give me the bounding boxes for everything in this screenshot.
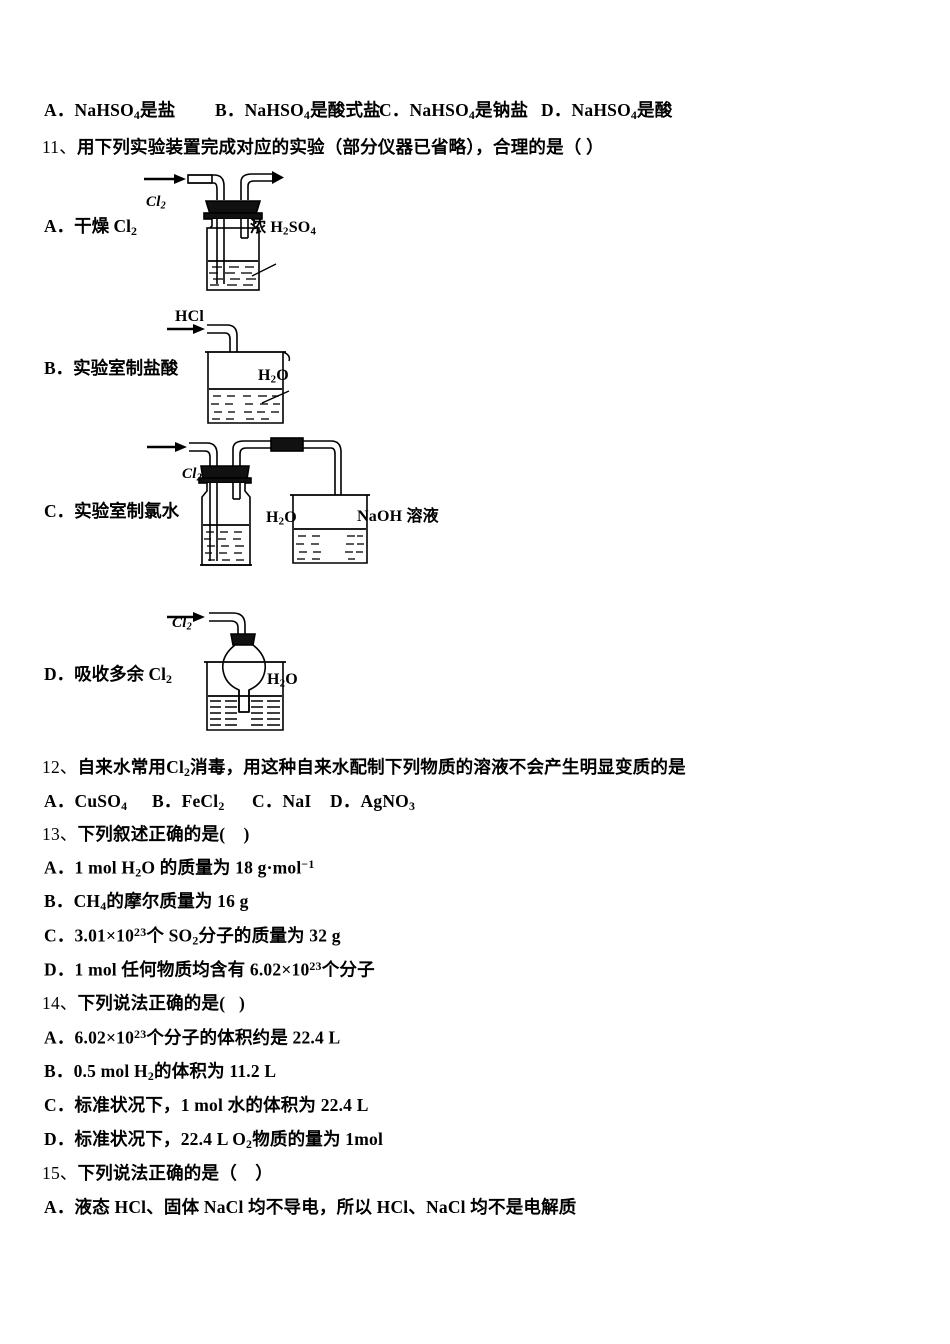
- beaker-spout: [282, 351, 291, 362]
- diagram-c-chlorine-water: [145, 437, 405, 577]
- q13-option-c: C．3.01×1023个 SO2分子的质量为 32 g: [44, 925, 341, 948]
- question-12-number: 12、: [42, 757, 78, 777]
- question-11-stem: 11、用下列实验装置完成对应的实验（部分仪器已省略），合理的是（ ）: [42, 137, 604, 158]
- diagram-c-water-label: H2O: [266, 509, 297, 528]
- q12-option-c: C．NaI: [252, 791, 312, 811]
- question-13-stem: 13、下列叙述正确的是( ): [42, 824, 250, 844]
- q14-option-a: A．6.02×1023个分子的体积约是 22.4 L: [44, 1027, 341, 1048]
- question-12-stem: 12、自来水常用Cl2消毒，用这种自来水配制下列物质的溶液不会产生明显变质的是: [42, 757, 686, 779]
- q11-option-b-label: B．实验室制盐酸: [44, 358, 179, 378]
- question-14-number: 14、: [42, 993, 78, 1013]
- gas-inlet-arrowhead: [193, 324, 205, 334]
- q15-option-a: A．液态 HCl、固体 NaCl 均不导电，所以 HCl、NaCl 均不是电解质: [44, 1197, 577, 1217]
- q12-option-a: A．CuSO4: [44, 791, 128, 813]
- rubber-connector: [270, 437, 304, 452]
- gas-inlet-arrowhead: [175, 442, 187, 452]
- question-15-number: 15、: [42, 1163, 78, 1183]
- q11-option-d-label: D．吸收多余 Cl2: [44, 664, 172, 686]
- diagram-c-absorber-label: NaOH 溶液: [357, 508, 439, 525]
- q10-option-c: C．NaHSO4是钠盐: [379, 100, 529, 122]
- gas-inlet-arrowhead: [193, 612, 205, 622]
- rubber-stopper: [200, 465, 250, 480]
- reagent-pointer: [251, 263, 277, 277]
- question-14-stem: 14、下列说法正确的是( ): [42, 993, 245, 1013]
- q13-option-d: D．1 mol 任何物质均含有 6.02×1023个分子: [44, 959, 375, 980]
- diagram-d-water-label: H2O: [267, 671, 298, 690]
- naoh-hatch: [296, 535, 364, 560]
- diagram-b-water-label: H2O: [258, 367, 289, 386]
- q13-option-a: A．1 mol H2O 的质量为 18 g·mol−1: [44, 857, 315, 880]
- liquid-hatch: [204, 531, 244, 561]
- question-15-stem: 15、下列说法正确的是（ ）: [42, 1163, 273, 1183]
- q14-option-c: C．标准状况下，1 mol 水的体积为 22.4 L: [44, 1095, 369, 1115]
- diagram-b-hcl-into-water: [165, 305, 365, 430]
- diagram-a-drying-cl2: [140, 168, 370, 298]
- rubber-stopper: [230, 633, 256, 646]
- gas-outlet-arrowhead: [272, 171, 284, 184]
- q11-option-c-label: C．实验室制氯水: [44, 501, 180, 521]
- question-13-number: 13、: [42, 824, 78, 844]
- diagram-b-gas-label: HCl: [175, 308, 205, 325]
- question-11-text: 用下列实验装置完成对应的实验（部分仪器已省略），合理的是（ ）: [76, 137, 604, 157]
- liquid-hatch: [211, 395, 280, 420]
- beaker-body: [207, 352, 284, 424]
- q11-option-a-label: A．干燥 Cl2: [44, 216, 137, 238]
- beaker-body: [206, 662, 284, 731]
- q12-option-b: B．FeCl2: [152, 791, 225, 813]
- q10-option-a: A．NaHSO4是盐: [44, 100, 176, 122]
- question-11-number: 11、: [42, 137, 77, 157]
- q12-option-d: D．AgNO3: [330, 791, 416, 813]
- diagram-d-gas-label: Cl2: [172, 615, 192, 633]
- water-pointer: [261, 390, 290, 404]
- liquid-hatch: [210, 700, 280, 726]
- q14-option-b: B．0.5 mol H2的体积为 11.2 L: [44, 1061, 277, 1083]
- gas-inlet-arrowhead: [174, 174, 186, 184]
- bulb-funnel: [221, 644, 267, 713]
- q10-option-b: B．NaHSO4是酸式盐: [215, 100, 381, 122]
- diagram-a-reagent-label: 浓 H2SO4: [250, 219, 317, 238]
- q13-option-b: B．CH4的摩尔质量为 16 g: [44, 891, 249, 913]
- diagram-d-absorb-excess-cl2: [165, 608, 365, 738]
- q10-option-d: D．NaHSO4是酸: [541, 100, 673, 122]
- q14-option-d: D．标准状况下，22.4 L O2物质的量为 1mol: [44, 1129, 384, 1151]
- diagram-c-gas-label: Cl2: [182, 466, 202, 484]
- liquid-hatch: [209, 266, 256, 286]
- diagram-a-gas-label: Cl2: [146, 194, 166, 212]
- rubber-stopper: [204, 200, 262, 215]
